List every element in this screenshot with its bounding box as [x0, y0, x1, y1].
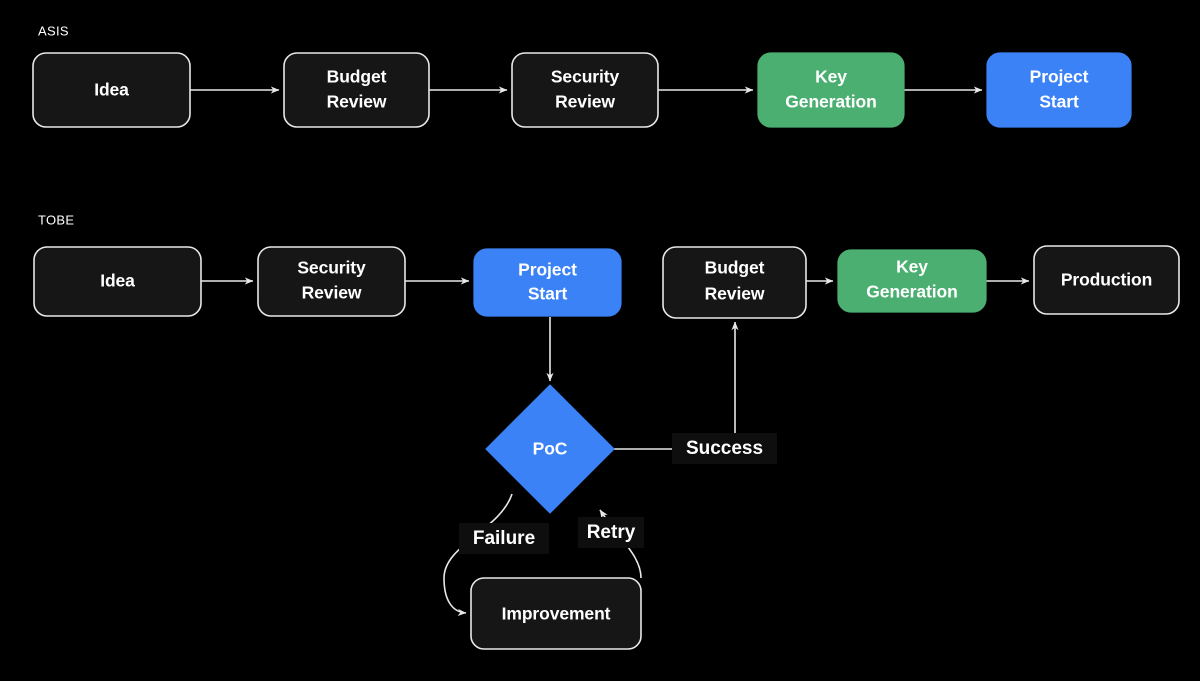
- edge-label-retry-text: Retry: [587, 522, 636, 543]
- section-label-tobe: TOBE: [38, 212, 74, 227]
- node-asis-key-generation-shape[interactable]: [757, 52, 905, 128]
- node-asis-project-start[interactable]: Project Start: [986, 52, 1132, 128]
- edge-label-failure: Failure: [459, 523, 549, 554]
- tobe-edges: [201, 277, 1030, 616]
- node-tobe-idea-shape[interactable]: [33, 246, 202, 317]
- node-tobe-budget-review-shape[interactable]: [662, 246, 807, 319]
- node-asis-security-review[interactable]: Security Review: [511, 52, 659, 128]
- section-label-asis: ASIS: [38, 23, 69, 38]
- node-tobe-improvement[interactable]: Improvement: [470, 577, 642, 650]
- edge-tobe-poc-to-budget-review-success: [614, 321, 739, 450]
- node-tobe-poc[interactable]: PoC: [485, 384, 615, 514]
- node-asis-idea[interactable]: Idea: [32, 52, 191, 128]
- asis-section: ASIS Idea Budget Review: [32, 23, 1132, 128]
- node-tobe-improvement-shape[interactable]: [470, 577, 642, 650]
- edge-tobe-poc-to-improvement-failure: [443, 493, 513, 616]
- edge-label-retry-chip: [578, 517, 644, 548]
- node-asis-idea-shape[interactable]: [32, 52, 191, 128]
- node-asis-security-review-shape[interactable]: [511, 52, 659, 128]
- node-tobe-project-start-shape[interactable]: [473, 248, 622, 317]
- node-tobe-key-generation-shape[interactable]: [837, 249, 987, 313]
- tobe-section: TOBE Idea: [33, 212, 1180, 650]
- edge-label-success-chip: [672, 433, 777, 464]
- edge-label-success: Success: [672, 433, 777, 464]
- node-tobe-key-generation[interactable]: Key Generation: [837, 249, 987, 313]
- node-asis-budget-review-shape[interactable]: [283, 52, 430, 128]
- node-tobe-poc-shape[interactable]: [485, 384, 615, 514]
- node-tobe-budget-review[interactable]: Budget Review: [662, 246, 807, 319]
- node-tobe-production-shape[interactable]: [1033, 245, 1180, 315]
- node-tobe-security-review-shape[interactable]: [257, 246, 406, 317]
- edge-label-success-text: Success: [686, 438, 763, 459]
- node-tobe-production[interactable]: Production: [1033, 245, 1180, 315]
- edge-label-failure-text: Failure: [473, 528, 535, 549]
- node-tobe-project-start[interactable]: Project Start: [473, 248, 622, 317]
- node-tobe-security-review[interactable]: Security Review: [257, 246, 406, 317]
- edge-label-failure-chip: [459, 523, 549, 554]
- node-tobe-idea[interactable]: Idea: [33, 246, 202, 317]
- node-asis-key-generation[interactable]: Key Generation: [757, 52, 905, 128]
- node-asis-project-start-shape[interactable]: [986, 52, 1132, 128]
- node-asis-budget-review[interactable]: Budget Review: [283, 52, 430, 128]
- edge-label-retry: Retry: [578, 517, 644, 548]
